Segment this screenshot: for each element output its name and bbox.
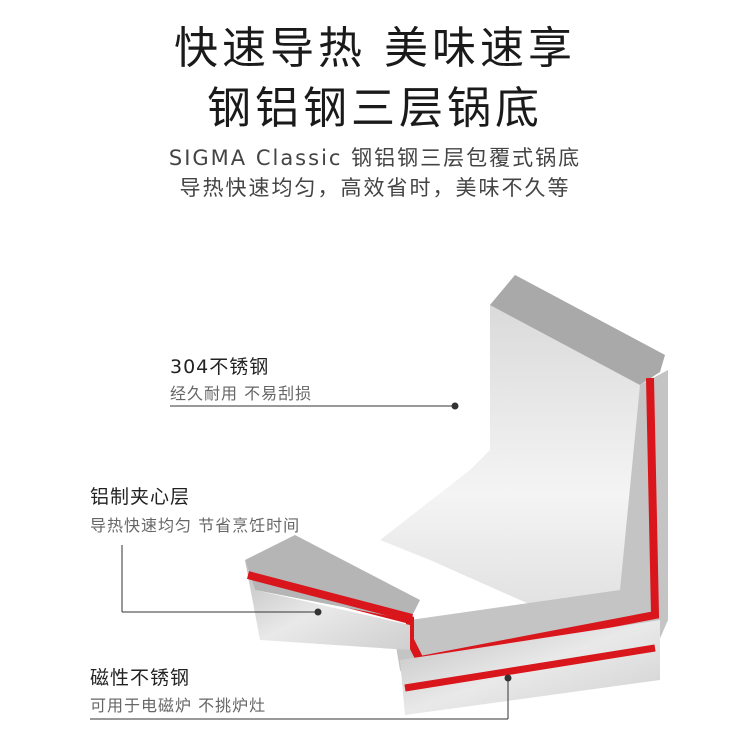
outer-steel: [395, 370, 668, 690]
subtitle-line2: 导热快速均匀，高效省时，美味不久等: [179, 176, 571, 200]
front-lip-face: [245, 560, 410, 650]
callout-magnetic-desc: 可用于电磁炉 不挑炉灶: [90, 696, 267, 715]
callout-304-title: 304不锈钢: [170, 356, 270, 378]
subtitle-line1: SIGMA Classic 钢铝钢三层包覆式锅底: [168, 146, 582, 170]
callout-304-desc: 经久耐用 不易刮损: [170, 384, 313, 403]
leader-lines: [90, 402, 512, 720]
wall-rim: [490, 275, 665, 385]
callout-aluminum-desc: 导热快速均匀 节省烹饪时间: [90, 516, 301, 535]
callout-aluminum-title: 铝制夹心层: [90, 486, 191, 508]
inner-wall: [380, 275, 665, 640]
front-lip: [245, 535, 420, 620]
headline-line2: 钢铝钢三层锅底: [207, 83, 543, 134]
callout-magnetic-title: 磁性不锈钢: [90, 667, 191, 689]
headline-line1: 快速导热 美味速享: [174, 23, 576, 74]
